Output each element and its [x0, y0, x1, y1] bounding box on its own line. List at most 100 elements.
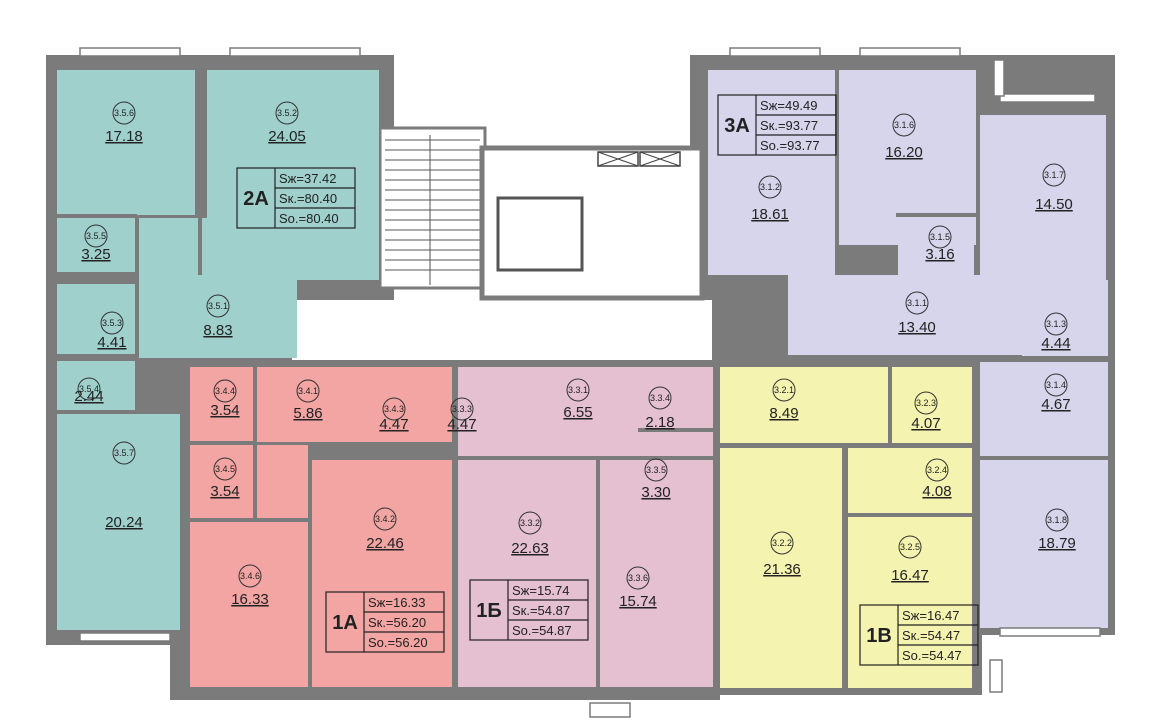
area-value: Sк.=93.77 — [760, 118, 818, 133]
area-value: Sк.=56.20 — [368, 615, 426, 630]
area-value: Sо.=80.40 — [279, 211, 339, 226]
room: 3.1.616.20 — [885, 113, 923, 161]
room-area: 8.49 — [769, 405, 798, 422]
room-marker — [905, 291, 929, 315]
area-value: Sо.=56.20 — [368, 635, 428, 650]
room: 3.3.16.55 — [563, 378, 593, 421]
area-value: Sж=49.49 — [760, 98, 818, 113]
apartment-type: 1А — [332, 612, 358, 634]
room-number: 3.2.1 — [774, 385, 794, 395]
room-area: 4.47 — [447, 416, 476, 433]
apartment-type: 1Б — [476, 600, 502, 622]
room-marker — [626, 566, 650, 590]
room-number: 3.5.5 — [86, 231, 106, 241]
room-marker — [518, 511, 542, 535]
room-number: 3.4.2 — [375, 514, 395, 524]
room-marker — [772, 378, 796, 402]
room: 3.5.53.25 — [81, 224, 111, 263]
room-number: 3.1.5 — [930, 232, 950, 242]
rooms-layer: 3.5.6 17.18 3.5.2 24.05 3.5.53.25 3.5.18.83 3.… — [74, 101, 1076, 610]
room-number: 3.1.1 — [907, 298, 927, 308]
room-marker — [112, 441, 136, 465]
area-value: Sк.=54.87 — [512, 603, 570, 618]
windows — [79, 47, 1101, 718]
summary-frame — [859, 604, 979, 666]
partitions — [57, 70, 1108, 687]
room: 3.2.3 4.07 — [911, 391, 941, 432]
room-marker — [914, 391, 938, 415]
room-number: 3.4.4 — [215, 386, 235, 396]
room-number: 3.2.3 — [916, 398, 936, 408]
room: 3.1.113.40 — [898, 291, 936, 336]
room-area: 18.61 — [751, 206, 789, 223]
room: 3.5.18.83 — [203, 294, 233, 339]
room-area: 4.41 — [97, 334, 126, 351]
room-area: 16.47 — [891, 567, 929, 584]
room: 3.4.3 4.47 — [379, 397, 409, 433]
room: 3.3.42.18 — [645, 386, 675, 431]
room-number: 3.3.1 — [568, 385, 588, 395]
room-number: 3.4.1 — [298, 386, 318, 396]
room-area: 21.36 — [763, 561, 801, 578]
room-marker — [206, 294, 230, 318]
room: 3.1.2 18.61 — [751, 175, 789, 223]
room-marker — [84, 224, 108, 248]
room-number: 3.2.2 — [772, 538, 792, 548]
apartment-1a — [190, 367, 452, 687]
apartment-type: 3А — [724, 115, 750, 137]
room-marker — [898, 535, 922, 559]
room: 3.4.616.33 — [231, 564, 269, 608]
room-number: 3.1.4 — [1046, 380, 1066, 390]
room-area: 24.05 — [268, 128, 306, 145]
room: 3.2.1 8.49 — [769, 378, 799, 422]
room-number: 3.1.7 — [1044, 170, 1064, 180]
room: 3.5.2 24.05 — [268, 101, 306, 145]
room-number: 3.1.2 — [760, 182, 780, 192]
room-marker — [100, 311, 124, 335]
room-area: 4.47 — [379, 416, 408, 433]
apartment-type: 1В — [866, 625, 892, 647]
room-marker — [77, 377, 101, 401]
room-number: 3.2.4 — [927, 465, 947, 475]
room-area: 14.50 — [1035, 196, 1073, 213]
room: 3.2.516.47 — [891, 535, 929, 584]
room-number: 3.5.7 — [114, 448, 134, 458]
room-number: 3.5.3 — [102, 318, 122, 328]
room-number: 3.5.2 — [277, 108, 297, 118]
room-number: 3.3.6 — [628, 573, 648, 583]
room-number: 3.3.4 — [650, 393, 670, 403]
room-area: 22.63 — [511, 540, 549, 557]
room: 3.2.4 4.08 — [922, 458, 952, 500]
room-area: 4.07 — [911, 415, 940, 432]
room: 3.3.615.74 — [619, 566, 657, 610]
room-number: 3.4.5 — [215, 464, 235, 474]
room-area: 4.08 — [922, 483, 951, 500]
room-area: 22.46 — [366, 535, 404, 552]
room-marker — [450, 397, 474, 421]
area-value: Sж=16.47 — [902, 608, 960, 623]
room-number: 3.3.3 — [452, 404, 472, 414]
room-marker — [238, 564, 262, 588]
room-number: 3.3.5 — [646, 465, 666, 475]
summary-frame — [717, 94, 837, 156]
area-value: Sо.=54.47 — [902, 648, 962, 663]
area-value: Sж=37.42 — [279, 171, 337, 186]
room-number: 3.5.6 — [114, 108, 134, 118]
room-area: 17.18 — [105, 128, 143, 145]
room-number: 3.3.2 — [520, 518, 540, 528]
room: 3.4.5 3.54 — [210, 457, 240, 500]
stair-core — [378, 126, 705, 301]
room-marker — [758, 175, 782, 199]
room-number: 3.1.3 — [1046, 319, 1066, 329]
apartment-3a — [708, 70, 1108, 628]
room-area: 3.54 — [210, 402, 239, 419]
room-area: 3.54 — [210, 483, 239, 500]
room: 3.4.4 3.54 — [210, 379, 240, 419]
room-area: 2.44 — [74, 388, 103, 405]
room: 3.3.3 4.47 — [447, 397, 477, 433]
room-number: 3.4.3 — [384, 404, 404, 414]
room: 3.1.818.79 — [1038, 508, 1076, 552]
